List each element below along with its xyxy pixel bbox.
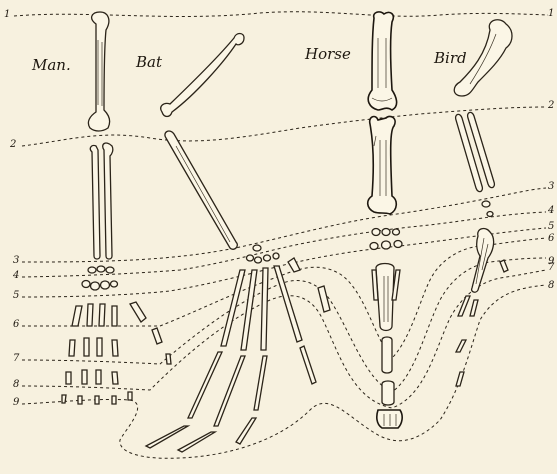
horse-radius bbox=[368, 116, 397, 214]
label-bat: Bat bbox=[136, 53, 162, 71]
man-phalanges-2 bbox=[66, 354, 171, 384]
line-label-2-right: 2 bbox=[548, 100, 554, 111]
horse-limb bbox=[368, 12, 402, 428]
man-metacarpals bbox=[72, 302, 146, 326]
label-bird: Bird bbox=[434, 49, 467, 67]
line-label-8-left: 8 bbox=[13, 379, 19, 390]
bat-limb bbox=[146, 34, 330, 453]
bird-carpals bbox=[482, 201, 493, 217]
horse-humerus bbox=[368, 12, 396, 110]
man-carpals bbox=[82, 266, 118, 290]
line-label-9-left: 9 bbox=[13, 397, 19, 408]
line-label-5-right: 5 bbox=[548, 221, 554, 232]
man-ulna bbox=[103, 143, 113, 259]
bat-humerus bbox=[161, 34, 244, 117]
bird-carpometacarpus bbox=[472, 229, 494, 293]
horse-carpals bbox=[370, 229, 402, 250]
line-label-9-right: 9 bbox=[548, 256, 554, 267]
bat-ulna bbox=[176, 146, 230, 242]
bat-phalanges bbox=[146, 286, 330, 452]
bat-carpals bbox=[247, 245, 280, 263]
man-radius bbox=[90, 145, 100, 259]
man-phalanges-1 bbox=[69, 328, 162, 356]
line-label-6-right: 6 bbox=[548, 233, 554, 244]
line-label-7-left: 7 bbox=[13, 353, 19, 364]
line-label-1-right: 1 bbox=[548, 8, 554, 19]
divider-line-3 bbox=[22, 188, 546, 262]
label-horse: Horse bbox=[305, 45, 351, 63]
line-label-6-left: 6 bbox=[13, 319, 19, 330]
line-label-4-left: 4 bbox=[13, 270, 19, 281]
line-label-5-left: 5 bbox=[13, 290, 19, 301]
line-label-4-right: 4 bbox=[548, 205, 554, 216]
horse-metacarpals bbox=[372, 264, 400, 331]
man-phalanges-3 bbox=[62, 392, 132, 404]
line-label-2-left: 2 bbox=[10, 139, 16, 150]
label-man: Man. bbox=[32, 56, 71, 74]
man-humerus bbox=[88, 12, 109, 131]
line-label-3-right: 3 bbox=[548, 181, 554, 192]
line-label-3-left: 3 bbox=[13, 255, 19, 266]
line-label-1-left: 1 bbox=[4, 9, 10, 20]
line-label-8-right: 8 bbox=[548, 280, 554, 291]
